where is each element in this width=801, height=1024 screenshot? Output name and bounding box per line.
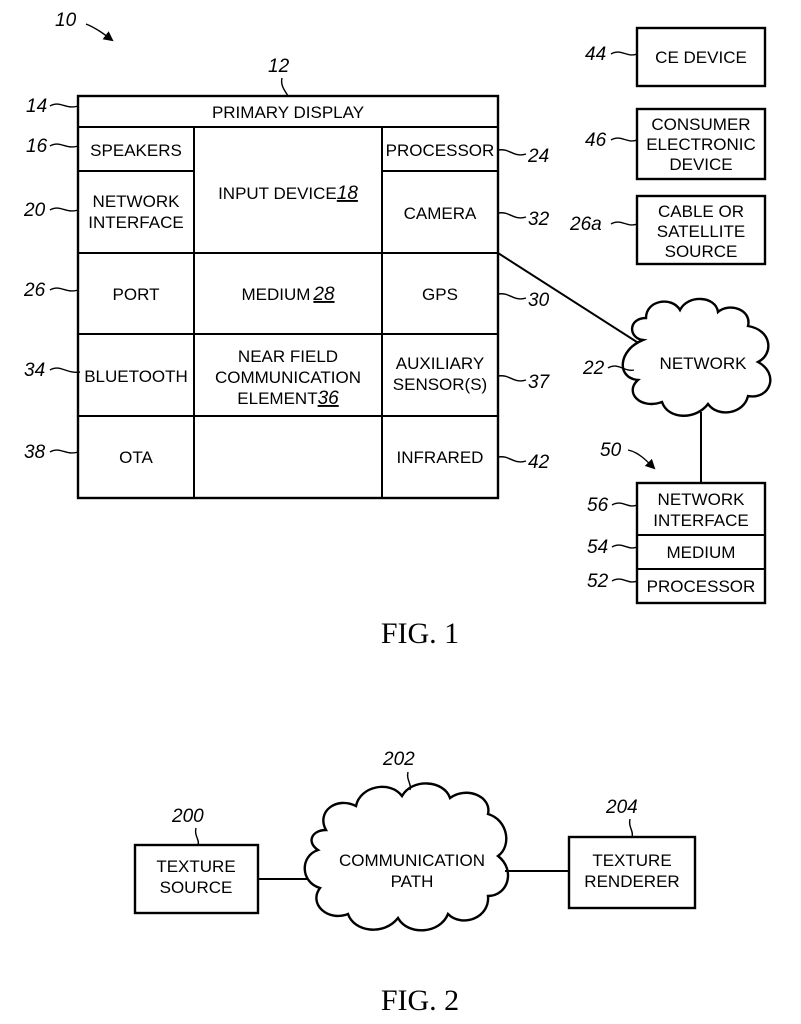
network-interface-line2: INTERFACE — [88, 213, 183, 232]
texture-source-line1: TEXTURE — [156, 857, 235, 876]
ref-26-leader — [50, 288, 78, 291]
ref-200: 200 — [171, 806, 204, 827]
ref-54: 54 — [587, 537, 608, 558]
network-interface-line1: NETWORK — [93, 192, 181, 211]
consumer-device-line3: DEVICE — [669, 155, 732, 174]
medium-text: MEDIUM — [241, 285, 310, 304]
ref-50-arrow — [628, 450, 654, 468]
ref-26a-leader — [611, 222, 637, 225]
ref-14: 14 — [26, 96, 47, 117]
infrared-label: INFRARED — [397, 448, 484, 467]
ref-46-leader — [611, 138, 637, 141]
ref-10: 10 — [55, 10, 77, 31]
ref-44-leader — [611, 52, 637, 55]
port-label: PORT — [113, 285, 160, 304]
fig2-caption: FIG. 2 — [381, 984, 459, 1017]
ce-device-label: CE DEVICE — [655, 48, 747, 67]
cable-source-line2: SATELLITE — [657, 222, 746, 241]
ref-30-leader — [498, 294, 526, 299]
ref-52-leader — [612, 579, 637, 582]
fig1-caption: FIG. 1 — [381, 617, 459, 650]
ref-204: 204 — [605, 797, 638, 818]
ref-20-leader — [50, 208, 78, 211]
ref-56: 56 — [587, 495, 609, 516]
server-processor-label: PROCESSOR — [647, 577, 756, 596]
ref-54-leader — [612, 545, 637, 548]
ref-22: 22 — [582, 358, 605, 379]
texture-source-line2: SOURCE — [160, 878, 233, 897]
ref-14-leader — [50, 104, 78, 107]
nfc-line1: NEAR FIELD — [238, 347, 338, 366]
camera-label: CAMERA — [404, 204, 477, 223]
cable-source-line1: CABLE OR — [658, 202, 744, 221]
ref-12-leader — [282, 78, 288, 96]
ref-37: 37 — [528, 372, 551, 393]
ref-24: 24 — [527, 146, 549, 167]
ref-28: 28 — [312, 284, 335, 305]
input-device-text: INPUT DEVICE — [218, 184, 337, 203]
ref-16: 16 — [26, 136, 48, 157]
nfc-line3: ELEMENT — [237, 389, 317, 408]
ref-34: 34 — [24, 360, 45, 381]
ref-26a: 26a — [569, 214, 602, 235]
texture-renderer-line2: RENDERER — [584, 872, 679, 891]
ref-42-leader — [498, 457, 526, 462]
ref-20: 20 — [23, 200, 46, 221]
ref-42: 42 — [528, 452, 550, 473]
gps-label: GPS — [422, 285, 458, 304]
server-net-iface-line2: INTERFACE — [653, 511, 748, 530]
medium-label: MEDIUM28 — [241, 284, 335, 305]
nfc-line2: COMMUNICATION — [215, 368, 361, 387]
texture-renderer-line1: TEXTURE — [592, 851, 671, 870]
server-net-iface-line1: NETWORK — [658, 490, 746, 509]
ref-24-leader — [498, 150, 526, 155]
ref-50: 50 — [600, 440, 622, 461]
server-medium-label: MEDIUM — [667, 543, 736, 562]
ref-32: 32 — [528, 209, 550, 230]
ref-200-leader — [196, 828, 199, 845]
ref-204-leader — [630, 819, 633, 837]
ref-202: 202 — [382, 749, 415, 770]
ref-18: 18 — [337, 183, 359, 204]
ref-10-arrow — [86, 24, 112, 40]
processor-label: PROCESSOR — [386, 141, 495, 160]
ref-36: 36 — [318, 388, 340, 409]
ref-44: 44 — [585, 44, 606, 65]
consumer-device-line1: CONSUMER — [651, 115, 750, 134]
aux-sensor-line2: SENSOR(S) — [393, 375, 487, 394]
speakers-label: SPEAKERS — [90, 141, 182, 160]
ref-16-leader — [50, 144, 78, 147]
ref-56-leader — [612, 503, 637, 506]
comm-path-line1: COMMUNICATION — [339, 851, 485, 870]
nfc-line3-group: ELEMENT36 — [237, 388, 339, 409]
ref-32-leader — [498, 213, 526, 218]
input-device-label: INPUT DEVICE18 — [218, 183, 358, 204]
bluetooth-label: BLUETOOTH — [84, 367, 188, 386]
cable-source-line3: SOURCE — [665, 242, 738, 261]
ref-34-leader — [50, 368, 80, 372]
network-label: NETWORK — [660, 354, 748, 373]
ota-label: OTA — [119, 448, 153, 467]
ref-38: 38 — [24, 442, 46, 463]
ref-26: 26 — [23, 280, 46, 301]
ref-38-leader — [50, 450, 78, 453]
ref-30: 30 — [528, 290, 550, 311]
consumer-device-line2: ELECTRONIC — [646, 135, 756, 154]
ref-37-leader — [498, 376, 526, 381]
primary-display-label: PRIMARY DISPLAY — [212, 103, 364, 122]
comm-path-line2: PATH — [391, 872, 434, 891]
ref-46: 46 — [585, 130, 607, 151]
aux-sensor-line1: AUXILIARY — [396, 354, 485, 373]
ref-12: 12 — [268, 56, 290, 77]
ref-52: 52 — [587, 571, 609, 592]
